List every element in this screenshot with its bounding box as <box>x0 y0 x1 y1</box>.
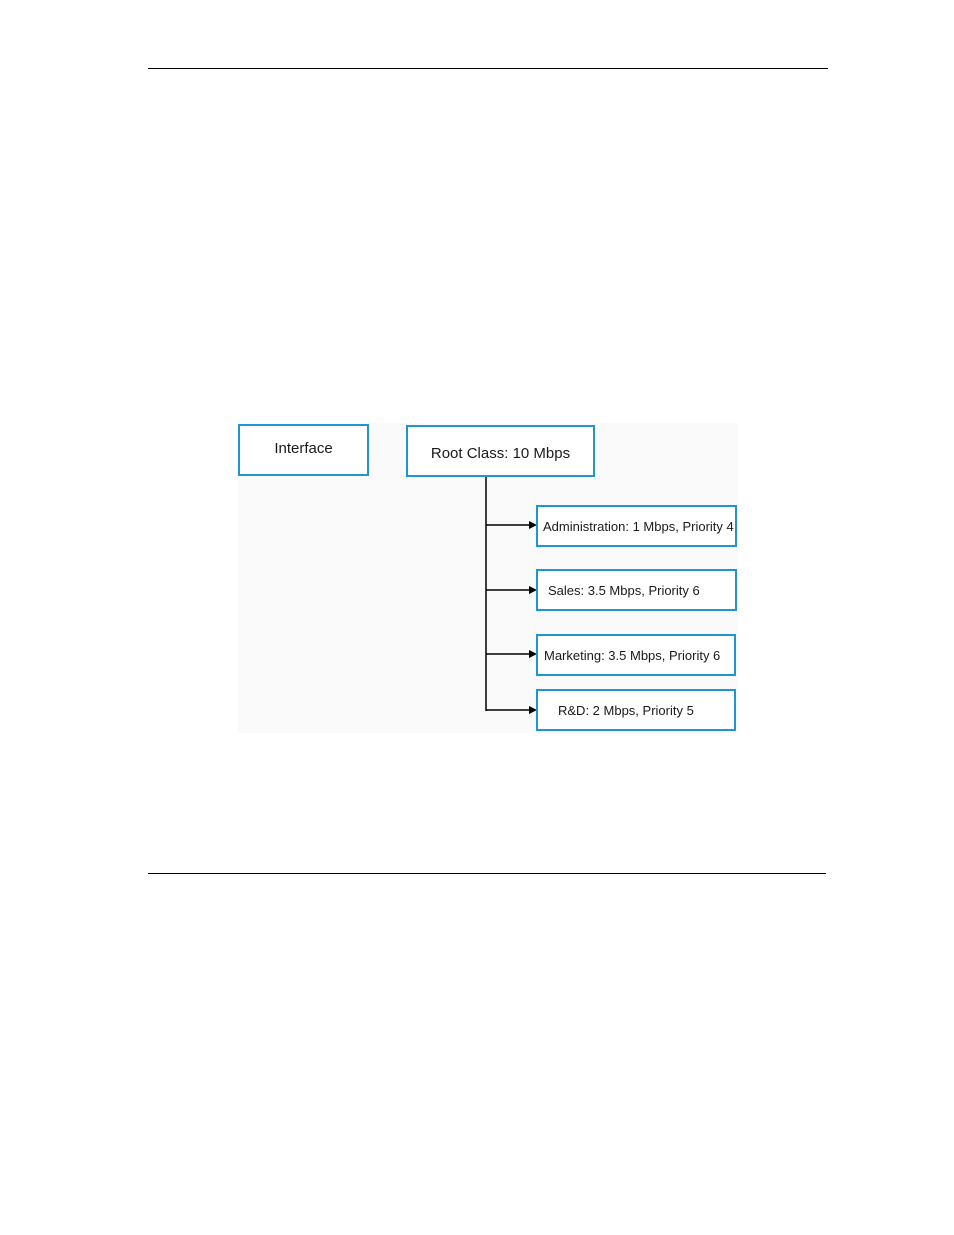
interface-label: Interface <box>274 440 332 457</box>
class-label-rd: R&D: 2 Mbps, Priority 5 <box>558 703 694 718</box>
header-rule <box>148 68 828 69</box>
class-hierarchy-diagram: Interface Root Class: 10 Mbps Administra… <box>238 423 738 733</box>
interface-box: Interface <box>238 424 369 476</box>
root-class-label: Root Class: 10 Mbps <box>431 445 570 462</box>
class-label-administration: Administration: 1 Mbps, Priority 4 <box>543 519 734 534</box>
class-box-sales: Sales: 3.5 Mbps, Priority 6 <box>536 569 737 611</box>
class-box-marketing: Marketing: 3.5 Mbps, Priority 6 <box>536 634 736 676</box>
class-label-marketing: Marketing: 3.5 Mbps, Priority 6 <box>544 648 720 663</box>
root-class-box: Root Class: 10 Mbps <box>406 425 595 477</box>
class-label-sales: Sales: 3.5 Mbps, Priority 6 <box>548 583 700 598</box>
class-box-rd: R&D: 2 Mbps, Priority 5 <box>536 689 736 731</box>
class-box-administration: Administration: 1 Mbps, Priority 4 <box>536 505 737 547</box>
footer-rule <box>148 873 826 874</box>
